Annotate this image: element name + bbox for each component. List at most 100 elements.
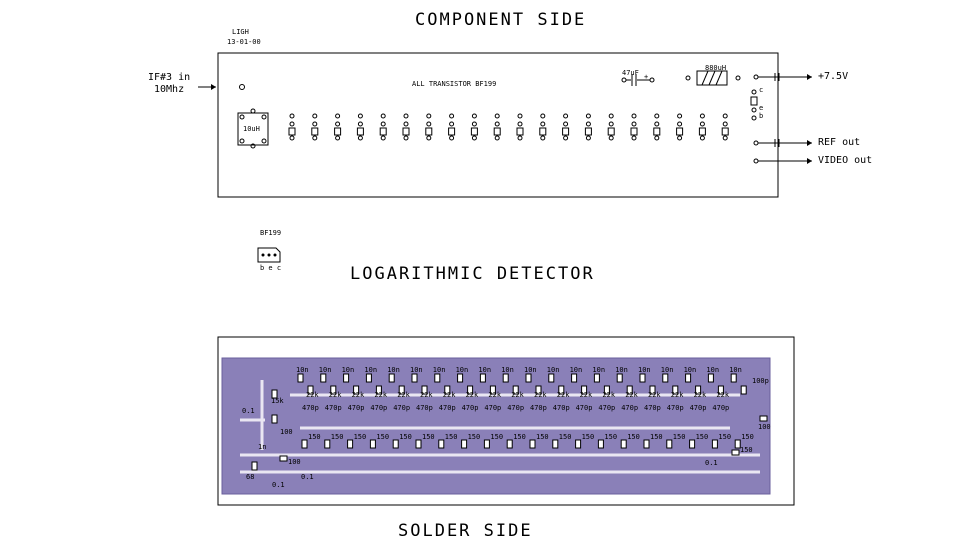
cap-470p-label: 470p [644, 404, 661, 412]
transistor-footprint [493, 113, 501, 141]
low-resistor [597, 439, 604, 449]
right-150-label: 150 [740, 446, 753, 454]
bottom-01b-label: 0.1 [301, 473, 314, 481]
top-cap [479, 373, 486, 383]
cap-470p-label: 470p [416, 404, 433, 412]
res-150-label: 150 [604, 433, 618, 441]
res-150-label: 150 [695, 433, 709, 441]
mid-resistor [695, 385, 702, 395]
pin-e-label: e [759, 104, 764, 112]
pad [677, 121, 683, 127]
pad [585, 113, 591, 119]
transistor-footprint [516, 113, 524, 141]
res-22k-label: 22k [328, 391, 342, 399]
top-cap [502, 373, 509, 383]
cap-470p-label: 470p [598, 404, 616, 412]
pad [585, 135, 591, 141]
resistor-symbol [676, 127, 684, 136]
res-22k-label: 22k [351, 391, 365, 399]
top-cap [593, 373, 600, 383]
pad [289, 113, 295, 119]
pad [608, 121, 614, 127]
resistor-symbol [516, 127, 524, 136]
res-150-label: 150 [330, 433, 344, 441]
res-150-label: 150 [536, 433, 549, 441]
supply-label: +7.5V [818, 71, 849, 82]
resistor-symbol [584, 127, 592, 136]
top-cap [457, 373, 464, 383]
right-01-label: 0.1 [705, 459, 718, 467]
top-cap [343, 373, 350, 383]
res-150-label: 150 [581, 433, 595, 441]
date-label: 13-01-00 [227, 38, 261, 46]
pad [449, 121, 455, 127]
top-cap [365, 373, 372, 383]
res-150-label: 150 [490, 433, 504, 441]
pad [677, 135, 683, 141]
mid-resistor [467, 385, 474, 395]
left-1n-label: 1n [258, 443, 267, 451]
pad [540, 113, 546, 119]
low-resistor [483, 439, 490, 449]
pad [494, 135, 500, 141]
res-150-label: 150 [513, 433, 526, 441]
res-22k-label: 22k [420, 391, 433, 399]
pad [517, 121, 523, 127]
mid-resistor [740, 385, 747, 395]
transistor-footprint [311, 113, 319, 141]
component-side-title: COMPONENT SIDE [415, 10, 587, 30]
cap-470p-label: 470p [393, 404, 411, 412]
pad [380, 113, 386, 119]
cap-10n-label: 10n [410, 366, 423, 374]
res-22k-label: 22k [488, 391, 502, 399]
res-22k-label: 22k [556, 391, 570, 399]
mid-resistor [512, 385, 519, 395]
transistor-footprint [539, 113, 547, 141]
low-resistor [552, 439, 559, 449]
pad [654, 135, 660, 141]
low-resistor [369, 439, 376, 449]
res-150-label: 150 [558, 433, 572, 441]
cap-10n-label: 10n [296, 366, 309, 374]
author-label: LIGH [232, 28, 249, 36]
cap-470p-label: 470p [370, 404, 388, 412]
pad [471, 121, 477, 127]
transistor-footprint [607, 113, 615, 141]
cap-470p-label: 470p [302, 404, 319, 412]
low-resistor [415, 439, 422, 449]
pad [335, 121, 341, 127]
resistor-symbol [448, 127, 456, 136]
transistor-footprint [470, 113, 478, 141]
right-resistor-150 [731, 449, 740, 456]
transistor-footprint [676, 113, 684, 141]
pad [335, 113, 341, 119]
mid-resistor [603, 385, 610, 395]
mid-resistor [307, 385, 314, 395]
low-resistor [506, 439, 513, 449]
resistor-symbol [379, 127, 387, 136]
mid-resistor [421, 385, 428, 395]
cap-10n-label: 10n [318, 366, 332, 374]
pad [563, 113, 569, 119]
res-22k-label: 22k [602, 391, 616, 399]
mid-resistor [353, 385, 360, 395]
top-cap [707, 373, 714, 383]
transistor-array [288, 113, 729, 141]
res-150-label: 150 [627, 433, 640, 441]
low-resistor [620, 439, 627, 449]
pin-c-label: c [759, 86, 764, 94]
top-cap [297, 373, 304, 383]
mid-resistor [398, 385, 405, 395]
pad [357, 135, 363, 141]
pad [540, 135, 546, 141]
resistor-symbol [311, 127, 319, 136]
bottom-resistor [279, 455, 288, 462]
pad [699, 121, 705, 127]
transistor-footprint [334, 113, 342, 141]
pad [585, 121, 591, 127]
left-68-label: 68 [246, 473, 255, 481]
resistor-symbol [698, 127, 706, 136]
top-cap [548, 373, 555, 383]
cap-470p-label: 470p [689, 404, 707, 412]
